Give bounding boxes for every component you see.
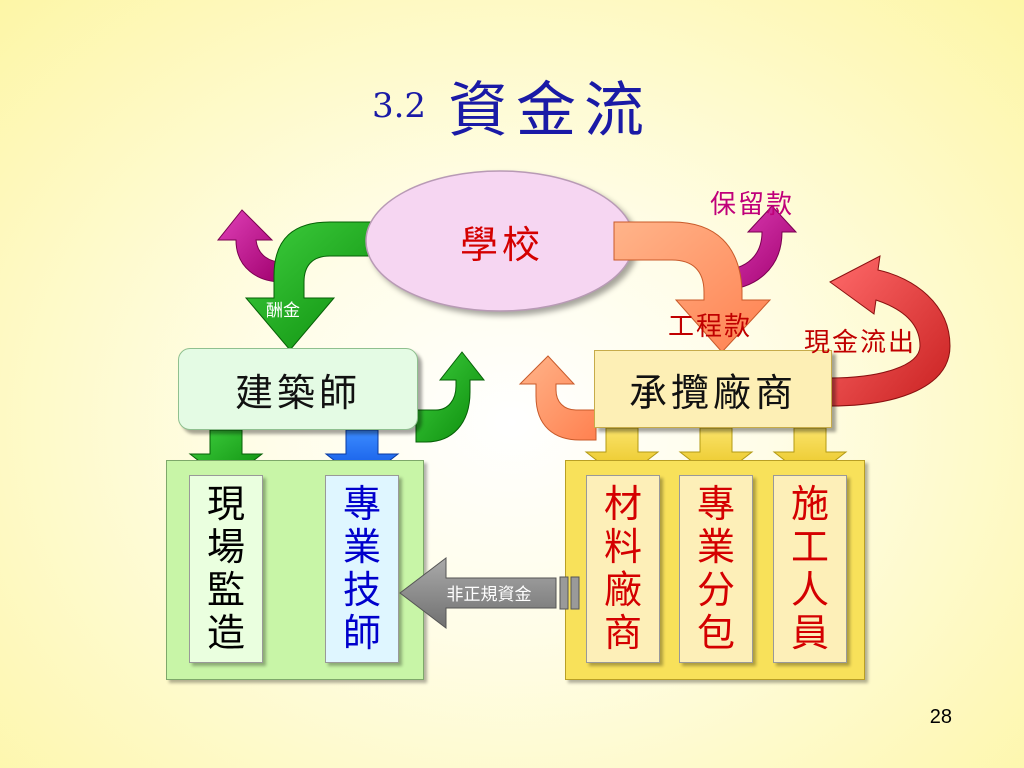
char: 商: [603, 611, 642, 655]
char: 現: [206, 482, 245, 526]
slide-title: 3.2 資金流: [0, 62, 1024, 149]
cash-outflow-label: 現金流出: [804, 328, 917, 358]
retention-label: 保留款: [710, 190, 795, 220]
title-text: 資金流: [448, 76, 653, 146]
cash-outflow-arrow: [829, 255, 951, 407]
char: 施: [790, 482, 829, 526]
contractor-node: 承攬廠商: [594, 350, 832, 428]
char: 監: [206, 568, 245, 612]
char: 業: [696, 525, 735, 569]
site-supervision-box: 現 場 監 造: [189, 475, 263, 663]
contractor-retention-arrow: [518, 355, 597, 441]
char: 員: [790, 611, 829, 655]
char: 材: [603, 482, 642, 526]
subcontractor-box: 專 業 分 包: [679, 475, 753, 663]
irregular-funds-tail-bar: [559, 576, 569, 610]
irregular-funds-arrow: [399, 556, 557, 630]
materials-supplier-box: 材 料 廠 商: [586, 475, 660, 663]
fee-arrow: [244, 221, 389, 351]
architect-outflow-arrow: [415, 351, 486, 443]
char: 師: [342, 611, 381, 655]
irregular-funds-tail-bar: [570, 576, 580, 610]
fee-label: 酬金: [266, 301, 300, 321]
char: 分: [696, 568, 735, 612]
char: 業: [342, 525, 381, 569]
char: 技: [342, 568, 381, 612]
workers-box: 施 工 人 員: [773, 475, 847, 663]
progress-payment-label: 工程款: [668, 312, 753, 342]
char: 廠: [603, 568, 642, 612]
char: 工: [790, 525, 829, 569]
professional-engineer-box: 專 業 技 師: [325, 475, 399, 663]
retention-arrow-left: [216, 209, 283, 283]
char: 包: [696, 611, 735, 655]
architect-node: 建築師: [178, 348, 418, 430]
char: 專: [342, 482, 381, 526]
progress-payment-arrow: [613, 221, 772, 353]
school-label: 學校: [459, 223, 544, 267]
irregular-funds-label: 非正規資金: [446, 585, 532, 605]
char: 造: [206, 611, 245, 655]
char: 專: [696, 482, 735, 526]
title-number: 3.2: [371, 85, 427, 126]
page-number: 28: [929, 706, 952, 728]
char: 人: [790, 568, 829, 612]
char: 料: [603, 525, 642, 569]
char: 場: [206, 525, 245, 569]
